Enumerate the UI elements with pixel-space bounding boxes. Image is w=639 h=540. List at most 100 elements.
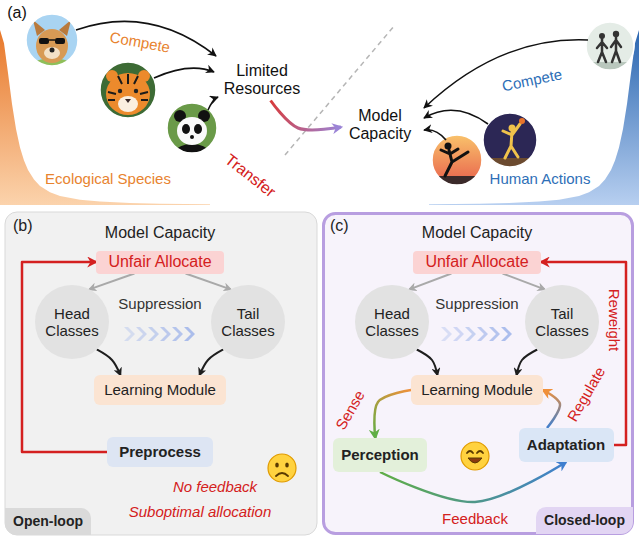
connector	[503, 274, 545, 290]
compete-arrows	[76, 21, 216, 56]
tiger-photo	[118, 96, 138, 112]
suppression-chevrons	[184, 327, 195, 341]
tiger-photo	[100, 62, 156, 118]
basketball-photo	[483, 113, 537, 168]
happy-emoji	[461, 442, 489, 470]
compete-arrows	[208, 97, 218, 110]
note: No feedback	[173, 478, 257, 495]
class-circle: Head Classes	[35, 285, 109, 359]
kick-photo	[441, 149, 468, 176]
kick-photo	[432, 135, 482, 186]
edge-label: Reweight	[605, 289, 622, 352]
suppression-chevrons	[172, 327, 183, 341]
tiger-photo	[125, 99, 131, 103]
kick-photo	[432, 135, 482, 185]
suppression-chevrons	[477, 327, 488, 341]
allocation-band: Unfair Allocate	[96, 251, 224, 274]
node-text: Tail Classes	[218, 305, 278, 340]
dog-photo	[49, 39, 55, 41]
basketball-photo	[483, 113, 537, 167]
note: Suboptimal allocation	[129, 503, 272, 520]
connector	[409, 274, 451, 290]
node-text: (b)	[13, 217, 33, 235]
connector	[186, 274, 231, 290]
suppression-chevrons	[124, 327, 512, 341]
loop-type-tag: Closed-loop	[536, 507, 633, 534]
tiger-photo	[100, 62, 156, 118]
basketball-photo	[519, 118, 525, 124]
dog-photo	[26, 14, 78, 66]
panda-photo	[176, 144, 208, 160]
suppression-chevrons	[148, 327, 159, 341]
suppression-chevrons	[160, 327, 171, 341]
node-text: Preprocess	[119, 443, 201, 460]
sad-emoji	[285, 462, 289, 467]
connector	[374, 390, 411, 438]
node-text: Unfair Allocate	[425, 253, 528, 271]
compete-label: Compete	[109, 28, 172, 56]
panda-photo	[194, 124, 202, 134]
tiger-photo	[134, 89, 138, 93]
node-text: Open-loop	[13, 513, 83, 529]
dog-photo	[26, 14, 78, 66]
preprocess-box: Preprocess	[107, 437, 213, 467]
sad-emoji	[275, 462, 279, 467]
node-text: Limited Resources	[219, 62, 305, 99]
walk-photo	[597, 39, 607, 62]
node-text: Adaptation	[527, 436, 605, 453]
class-circle: Tail Classes	[525, 285, 599, 359]
walk-photo	[586, 22, 634, 70]
dog-photo	[44, 47, 60, 59]
suppression-chevrons	[136, 327, 147, 341]
walk-photo	[586, 22, 634, 70]
connector	[97, 349, 121, 375]
suppression-chevrons	[501, 327, 512, 341]
suppression-chevrons	[489, 327, 500, 341]
suppression-label: Suppression	[435, 295, 518, 312]
panda-photo	[167, 103, 217, 160]
node-text: Closed-loop	[544, 512, 625, 528]
edge-label: Regulate	[564, 364, 609, 425]
suppression-chevrons	[465, 327, 476, 341]
edge-label: Transfer	[221, 151, 279, 202]
class-circle: Head Classes	[355, 285, 429, 359]
panda-photo	[167, 103, 217, 153]
tiger-photo	[118, 89, 122, 93]
walk-photo	[586, 22, 634, 70]
capacity-label: Model Capacity	[422, 224, 532, 242]
panda-photo	[190, 135, 194, 139]
learning-module-box: Learning Module	[94, 375, 226, 405]
adaptation-box: Adaptation	[519, 428, 614, 462]
suppression-chevrons	[124, 327, 135, 341]
connector	[200, 349, 224, 375]
panda-photo	[182, 124, 190, 134]
node-text: Perception	[341, 446, 419, 463]
basketball-photo	[483, 113, 537, 167]
dog-photo	[36, 29, 68, 63]
node-text: Learning Module	[104, 381, 216, 398]
connector	[271, 101, 341, 130]
basketball-photo	[483, 113, 537, 168]
edge-label: Feedback	[442, 510, 508, 527]
class-circle: Tail Classes	[211, 285, 285, 359]
node-text: Head Classes	[42, 305, 102, 340]
basketball-photo	[503, 124, 520, 158]
sad-emoji	[268, 454, 296, 482]
tiger-photo	[100, 62, 156, 118]
panel-letter: (a)	[7, 4, 27, 22]
connector	[543, 390, 560, 428]
open-loop-panel: (b) Unfair AllocateHead Classes Tail Class…	[5, 212, 317, 535]
dog-photo	[26, 14, 78, 66]
group-label: Ecological Species	[45, 170, 171, 187]
panda-photo	[177, 117, 207, 145]
learning-module-box: Learning Module	[411, 375, 543, 405]
closed-loop-panel-ground	[324, 214, 633, 534]
node-text: Model Capacity	[341, 107, 419, 144]
edge-label: Sense	[332, 387, 368, 432]
tiger-photo	[106, 73, 150, 115]
compete-label: Compete	[500, 65, 563, 95]
compete-arrows	[154, 68, 214, 78]
walk-photo	[611, 37, 621, 62]
open-loop-panel-ground	[5, 212, 317, 535]
